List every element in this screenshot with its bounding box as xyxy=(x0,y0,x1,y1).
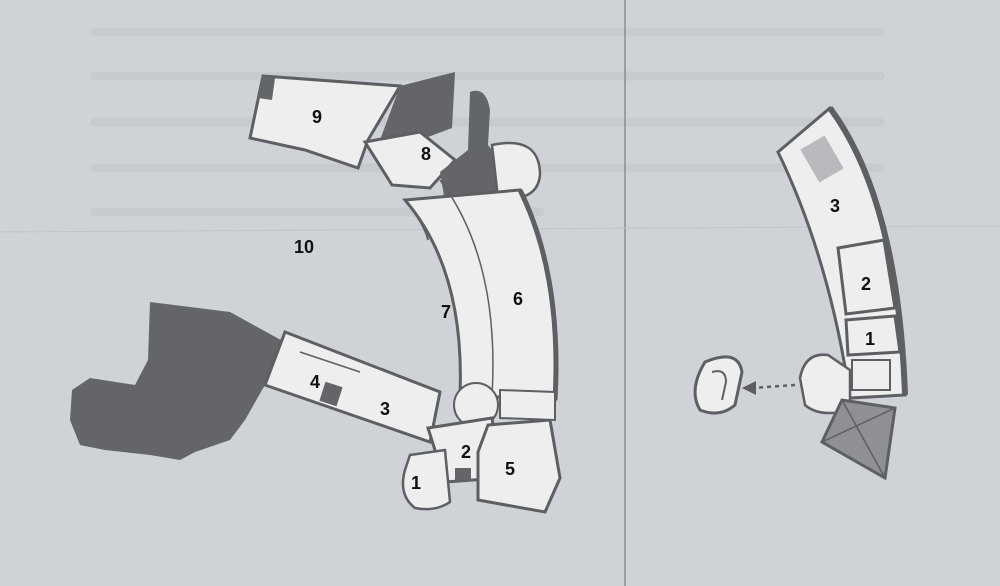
gallery-inner-wall xyxy=(439,179,494,396)
room-label-3: 3 xyxy=(380,399,390,419)
upper-room-2 xyxy=(836,238,897,316)
room-label-9: 9 xyxy=(312,107,322,127)
room-label-4: 4 xyxy=(310,372,320,392)
room-label-10: 10 xyxy=(294,237,314,257)
stair-core xyxy=(319,381,343,407)
detached-pod xyxy=(693,355,744,415)
adjacent-building-mass xyxy=(70,302,290,460)
room-label-5: 5 xyxy=(505,459,515,479)
upper-room-label-1: 1 xyxy=(865,329,875,349)
dark-tower xyxy=(440,90,500,202)
arrow-head xyxy=(742,381,756,395)
dark-mass-north xyxy=(380,72,455,140)
upper-round-stair xyxy=(798,353,852,415)
room-label-7: 7 xyxy=(441,302,451,322)
dotted-arrow xyxy=(751,383,796,390)
upper-room-1 xyxy=(844,314,902,357)
wing-rooms-3-4 xyxy=(263,330,442,444)
upper-room-label-2: 2 xyxy=(861,274,871,294)
room-1-entrance xyxy=(401,448,452,511)
main-floor-plan: 9 8 10 7 6 4 3 2 5 1 xyxy=(70,72,562,514)
upper-room-label-3: 3 xyxy=(830,196,840,216)
room-label-2: 2 xyxy=(461,442,471,462)
gallery-outer-wall xyxy=(517,188,559,401)
room-5 xyxy=(476,418,562,514)
upper-stair xyxy=(851,359,891,391)
room-label-6: 6 xyxy=(513,289,523,309)
room-label-1: 1 xyxy=(411,473,421,493)
upper-floor-plan: 3 2 1 xyxy=(693,105,908,481)
room-label-8: 8 xyxy=(421,144,431,164)
